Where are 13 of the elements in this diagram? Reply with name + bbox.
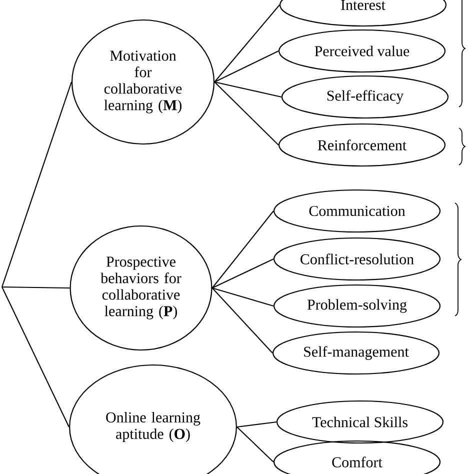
connector-line <box>212 287 274 307</box>
connector-line <box>214 50 279 82</box>
connector-line <box>214 81 282 98</box>
connector-line <box>212 258 274 288</box>
connector-line <box>2 286 70 289</box>
connector-line <box>214 82 279 146</box>
connector-line <box>2 286 70 428</box>
connector-line <box>212 288 273 354</box>
connector-line <box>214 4 280 82</box>
connector-line <box>212 210 274 288</box>
connector-line <box>236 426 274 462</box>
connector-line <box>1 82 72 288</box>
connector-line <box>236 421 277 428</box>
